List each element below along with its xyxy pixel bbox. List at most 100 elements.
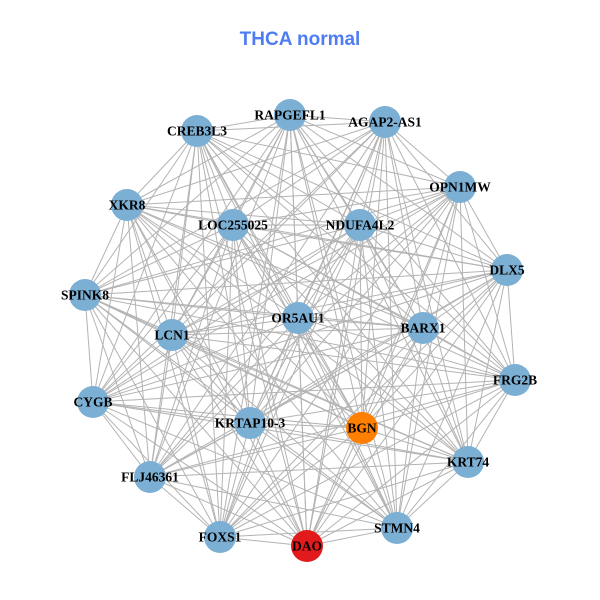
edge	[171, 269, 508, 336]
edge	[92, 401, 363, 429]
edge	[306, 186, 461, 547]
edge	[306, 427, 363, 547]
node-rapgefl1[interactable]: RAPGEFL1	[254, 99, 326, 131]
edge	[361, 269, 508, 429]
edge	[84, 294, 221, 538]
edge	[359, 224, 516, 381]
node-label: OPN1MW	[429, 180, 491, 195]
node-circle[interactable]	[344, 209, 376, 241]
node-dao[interactable]: DAO	[291, 530, 323, 562]
edge	[249, 422, 398, 529]
node-foxs1[interactable]: FOXS1	[199, 521, 242, 553]
edge	[306, 224, 361, 547]
node-circle[interactable]	[369, 106, 401, 138]
node-label: KRT74	[447, 455, 490, 470]
node-circle[interactable]	[282, 302, 314, 334]
edge	[84, 294, 424, 329]
edge	[92, 401, 251, 424]
node-dlx5[interactable]: DLX5	[489, 254, 525, 286]
node-circle[interactable]	[181, 115, 213, 147]
edge	[92, 121, 386, 403]
node-loc255025[interactable]: LOC255025	[198, 209, 268, 241]
edges-layer	[84, 114, 516, 547]
edge	[219, 427, 363, 538]
node-circle[interactable]	[346, 412, 378, 444]
node-circle[interactable]	[291, 530, 323, 562]
node-label: BGN	[347, 421, 377, 436]
node-circle[interactable]	[499, 364, 531, 396]
edge	[219, 379, 516, 538]
node-circle[interactable]	[444, 171, 476, 203]
node-spink8[interactable]: SPINK8	[61, 279, 109, 311]
edge	[171, 224, 361, 336]
edge	[219, 224, 361, 538]
node-ndufa4l2[interactable]: NDUFA4L2	[326, 209, 395, 241]
edge	[126, 204, 398, 529]
edge	[297, 317, 424, 329]
node-label: NDUFA4L2	[326, 218, 395, 233]
edge	[232, 224, 299, 319]
node-label: FOXS1	[199, 530, 242, 545]
edge	[359, 224, 508, 271]
node-label: XKR8	[109, 198, 146, 213]
node-circle[interactable]	[111, 189, 143, 221]
edge	[459, 186, 469, 463]
node-circle[interactable]	[156, 319, 188, 351]
edge	[171, 334, 251, 424]
node-flj46361[interactable]: FLJ46361	[121, 461, 179, 493]
edge	[219, 186, 461, 538]
node-circle[interactable]	[452, 446, 484, 478]
node-circle[interactable]	[77, 386, 109, 418]
edge	[92, 327, 424, 403]
edge	[149, 114, 291, 478]
edge	[171, 186, 461, 336]
node-label: STMN4	[374, 521, 420, 536]
edge	[149, 422, 251, 478]
node-cygb[interactable]: CYGB	[73, 386, 113, 418]
node-label: CYGB	[73, 395, 112, 410]
edge	[149, 269, 508, 478]
edge	[249, 379, 516, 424]
node-label: LOC255025	[198, 218, 268, 233]
node-circle[interactable]	[69, 279, 101, 311]
edge	[306, 379, 516, 547]
edge	[84, 294, 516, 381]
node-frg2b[interactable]: FRG2B	[493, 364, 537, 396]
edge	[171, 334, 398, 529]
node-krt74[interactable]: KRT74	[447, 446, 490, 478]
edge	[297, 317, 363, 429]
node-circle[interactable]	[234, 407, 266, 439]
node-lcn1[interactable]: LCN1	[154, 319, 190, 351]
edge	[232, 224, 251, 424]
edge	[92, 401, 469, 463]
node-stmn4[interactable]: STMN4	[374, 512, 420, 544]
node-barx1[interactable]: BARX1	[400, 312, 446, 344]
edge	[232, 224, 469, 463]
edge	[249, 422, 308, 547]
node-circle[interactable]	[381, 512, 413, 544]
edge	[149, 334, 173, 478]
node-label: FLJ46361	[121, 470, 179, 485]
node-circle[interactable]	[204, 521, 236, 553]
node-circle[interactable]	[491, 254, 523, 286]
edge	[361, 379, 516, 429]
node-circle[interactable]	[217, 209, 249, 241]
node-or5au1[interactable]: OR5AU1	[271, 302, 325, 334]
edge	[297, 186, 461, 319]
node-bgn[interactable]: BGN	[346, 412, 378, 444]
node-circle[interactable]	[407, 312, 439, 344]
edge	[359, 186, 461, 226]
node-krtap10-3[interactable]: KRTAP10-3	[215, 407, 286, 439]
edge	[219, 461, 469, 538]
node-creb3l3[interactable]: CREB3L3	[167, 115, 227, 147]
edge	[196, 130, 461, 188]
node-xkr8[interactable]: XKR8	[109, 189, 146, 221]
node-circle[interactable]	[274, 99, 306, 131]
node-opn1mw[interactable]: OPN1MW	[429, 171, 491, 203]
node-agap2-as1[interactable]: AGAP2-AS1	[348, 106, 422, 138]
edge	[92, 224, 361, 403]
edge	[232, 224, 516, 381]
node-circle[interactable]	[134, 461, 166, 493]
node-label: FRG2B	[493, 373, 537, 388]
